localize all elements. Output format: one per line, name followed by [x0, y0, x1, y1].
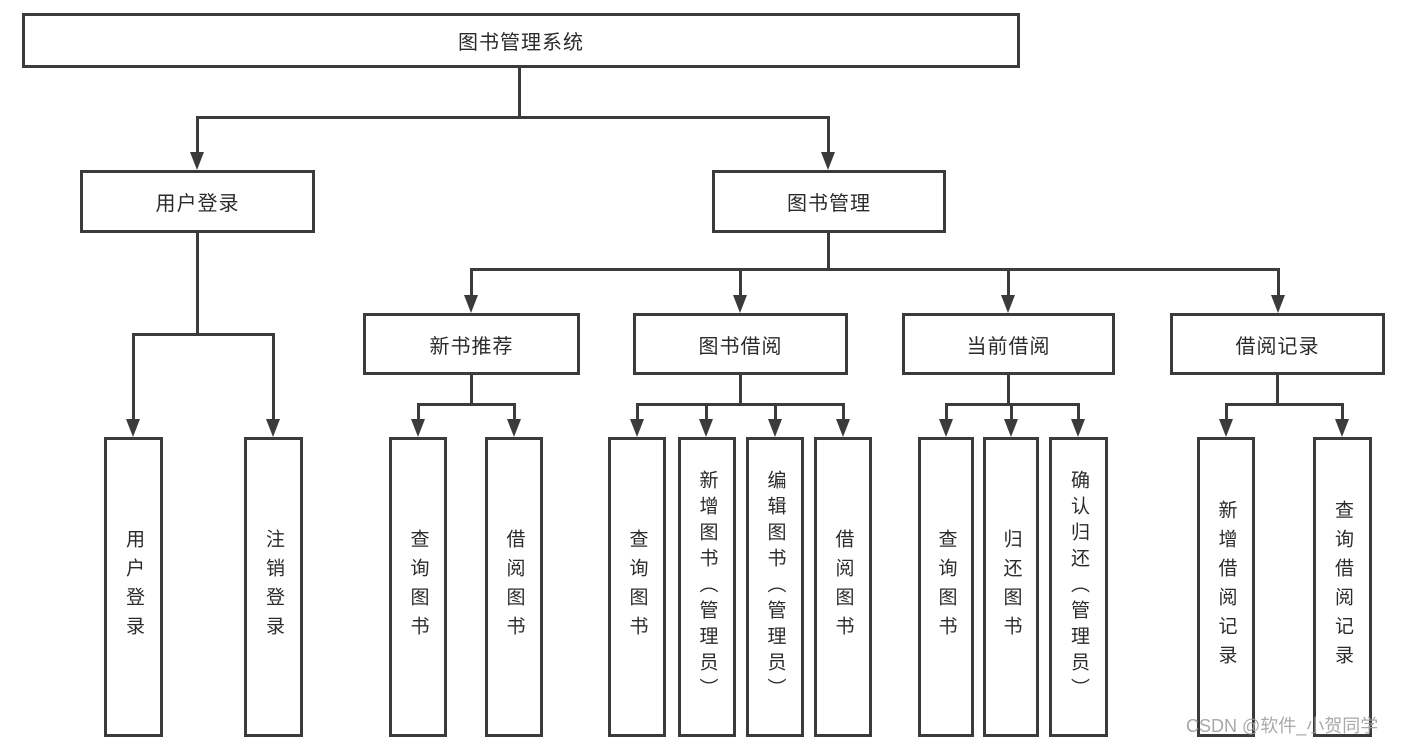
node-logout-leaf: 注销登录 — [244, 437, 303, 737]
arrowhead-icon — [733, 295, 747, 313]
connector-vline — [1225, 403, 1228, 420]
arrowhead-icon — [190, 152, 204, 170]
connector-vline — [470, 268, 473, 296]
connector-vline — [1010, 403, 1013, 420]
arrowhead-icon — [699, 419, 713, 437]
node-library-management-system: 图书管理系统 — [22, 13, 1020, 68]
connector-hline — [636, 403, 845, 406]
node-user-login: 用户登录 — [80, 170, 315, 233]
arrowhead-icon — [1219, 419, 1233, 437]
node-label: 注销登录 — [263, 529, 284, 645]
node-edit-books-admin-leaf: 编辑图书（管理员） — [746, 437, 804, 737]
node-current-borrowing: 当前借阅 — [902, 313, 1115, 375]
node-label: 图书管理系统 — [458, 32, 584, 54]
arrowhead-icon — [126, 419, 140, 437]
connector-hline — [1225, 403, 1344, 406]
connector-vline — [1077, 403, 1080, 420]
connector-vline — [827, 116, 830, 153]
connector-hline — [417, 403, 516, 406]
arrowhead-icon — [836, 419, 850, 437]
arrowhead-icon — [1335, 419, 1349, 437]
node-label: 查询借阅记录 — [1332, 500, 1353, 674]
node-label: 新书推荐 — [429, 335, 514, 358]
node-add-borrow-record-leaf: 新增借阅记录 — [1197, 437, 1255, 737]
connector-vline — [470, 375, 473, 406]
node-book-borrowing: 图书借阅 — [633, 313, 848, 375]
node-query-books-leaf: 查询图书 — [918, 437, 974, 737]
node-borrow-books-leaf: 借阅图书 — [814, 437, 872, 737]
node-label: 编辑图书（管理员） — [764, 470, 786, 704]
connector-vline — [1277, 268, 1280, 296]
arrowhead-icon — [1271, 295, 1285, 313]
arrowhead-icon — [464, 295, 478, 313]
node-query-books-leaf: 查询图书 — [389, 437, 447, 737]
arrowhead-icon — [821, 152, 835, 170]
arrowhead-icon — [939, 419, 953, 437]
connector-vline — [196, 116, 199, 153]
connector-vline — [945, 403, 948, 420]
node-label: 用户登录 — [123, 529, 144, 645]
node-label: 借阅图书 — [503, 529, 525, 645]
node-borrowing-records: 借阅记录 — [1170, 313, 1385, 375]
arrowhead-icon — [266, 419, 280, 437]
connector-hline — [470, 268, 1280, 271]
connector-vline — [1007, 268, 1010, 296]
connector-vline — [705, 403, 708, 420]
connector-vline — [774, 403, 777, 420]
arrowhead-icon — [1001, 295, 1015, 313]
node-label: 用户登录 — [155, 193, 240, 215]
node-add-books-admin-leaf: 新增图书（管理员） — [678, 437, 736, 737]
csdn-watermark: CSDN @软件_小贺同学 — [1186, 716, 1379, 736]
connector-vline — [196, 233, 199, 335]
connector-vline — [417, 403, 420, 420]
node-return-books-leaf: 归还图书 — [983, 437, 1039, 737]
arrowhead-icon — [1004, 419, 1018, 437]
node-label: 当前借阅 — [966, 335, 1051, 358]
node-query-borrow-record-leaf: 查询借阅记录 — [1313, 437, 1372, 737]
node-user-login-leaf: 用户登录 — [104, 437, 163, 737]
arrowhead-icon — [507, 419, 521, 437]
node-book-management: 图书管理 — [712, 170, 946, 233]
connector-vline — [827, 233, 830, 271]
node-label: 新增图书（管理员） — [696, 470, 718, 704]
node-label: 新增借阅记录 — [1215, 500, 1237, 674]
connector-vline — [636, 403, 639, 420]
node-borrow-books-leaf: 借阅图书 — [485, 437, 543, 737]
connector-vline — [1007, 375, 1010, 406]
arrowhead-icon — [768, 419, 782, 437]
node-label: 图书借阅 — [698, 335, 783, 358]
connector-vline — [842, 403, 845, 420]
node-label: 查询图书 — [935, 529, 957, 645]
node-confirm-return-admin-leaf: 确认归还（管理员） — [1049, 437, 1108, 737]
node-label: 借阅记录 — [1235, 335, 1320, 358]
connector-hline — [196, 116, 830, 119]
arrowhead-icon — [411, 419, 425, 437]
connector-vline — [739, 268, 742, 296]
node-label: 查询图书 — [626, 529, 648, 645]
connector-hline — [132, 333, 275, 336]
connector-vline — [739, 375, 742, 406]
connector-vline — [1276, 375, 1279, 406]
node-query-books-leaf: 查询图书 — [608, 437, 666, 737]
connector-vline — [518, 66, 521, 119]
node-label: 确认归还（管理员） — [1068, 470, 1089, 704]
node-label: 图书管理 — [787, 193, 871, 215]
arrowhead-icon — [1071, 419, 1085, 437]
node-new-book-recommendation: 新书推荐 — [363, 313, 580, 375]
node-label: 借阅图书 — [832, 529, 854, 645]
connector-vline — [1341, 403, 1344, 420]
arrowhead-icon — [630, 419, 644, 437]
node-label: 归还图书 — [1000, 529, 1022, 645]
node-label: 查询图书 — [407, 529, 429, 645]
connector-vline — [132, 333, 135, 419]
connector-vline — [272, 333, 275, 419]
connector-vline — [513, 403, 516, 420]
